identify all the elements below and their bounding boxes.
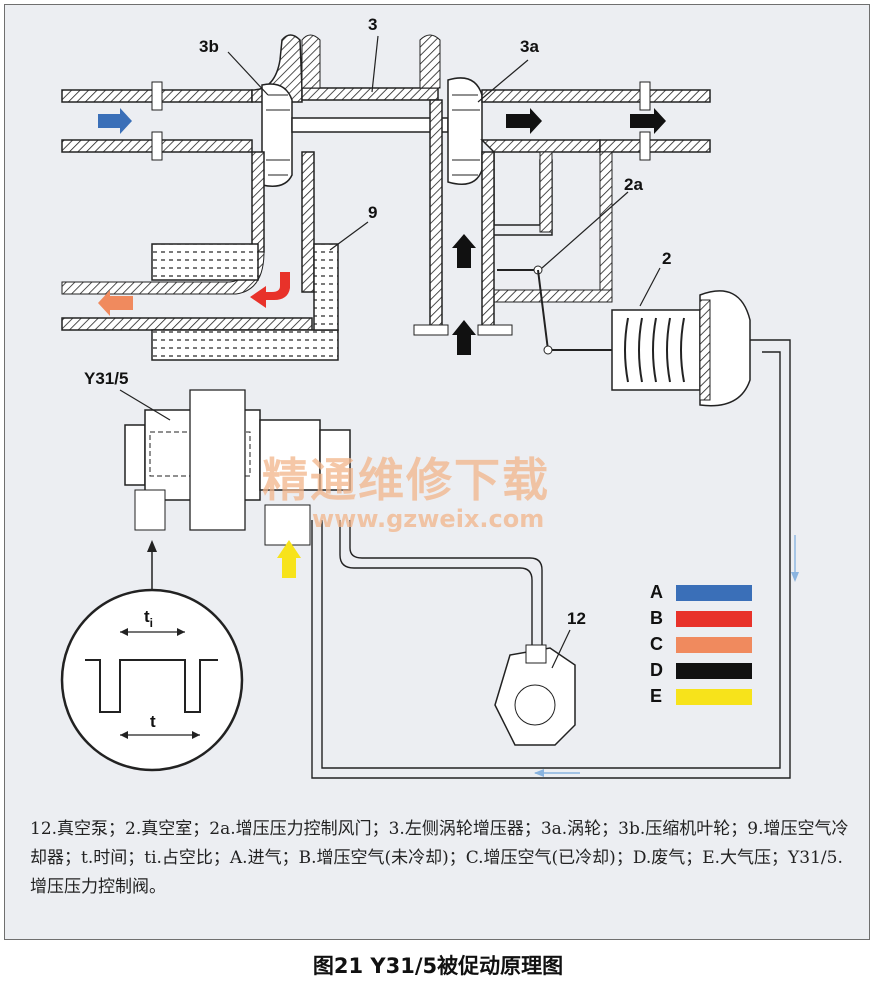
exhaust-arrow-3 — [452, 234, 476, 268]
label-wastegate: 2a — [624, 175, 643, 194]
label-intercooler: 9 — [368, 203, 377, 222]
label-vacuum-pump: 12 — [567, 609, 586, 628]
compressor-wheel — [261, 83, 293, 187]
intercooler — [151, 243, 339, 361]
intake-air-arrow — [98, 108, 132, 134]
label-valve: Y31/5 — [84, 369, 128, 388]
vacuum-chamber — [611, 290, 751, 407]
label-period: t — [150, 712, 156, 731]
flow-arrows — [98, 108, 666, 355]
legend-swatch-a — [676, 585, 752, 601]
exhaust-outlet-pipe — [480, 81, 711, 161]
legend-swatch-d — [676, 663, 752, 679]
vacuum-line — [311, 339, 799, 779]
label-duty-cycle: ti — [144, 607, 153, 630]
exhaust-inlet-pipe — [413, 99, 513, 336]
label-compressor: 3b — [199, 37, 219, 56]
figure-caption: 12.真空泵；2.真空室；2a.增压压力控制风门；3.左侧涡轮增压器；3a.涡轮… — [30, 819, 849, 897]
exhaust-arrow-4 — [452, 320, 476, 355]
turbo-diagram: 3b 3 3a 2a 2 9 Y31/5 12 ti t A B C D E 精… — [60, 15, 799, 779]
cooled-air-arrow — [98, 290, 133, 316]
boost-control-valve — [124, 389, 351, 546]
turbo-shaft-housing — [291, 34, 449, 133]
legend-letter-e: E — [650, 686, 662, 706]
watermark-title: 精通维修下载 — [262, 453, 550, 507]
label-turbine: 3a — [520, 37, 539, 56]
figure-title: 图21 Y31/5被促动原理图 — [312, 954, 564, 978]
legend: A B C D E — [650, 582, 752, 706]
legend-swatch-b — [676, 611, 752, 627]
legend-swatch-e — [676, 689, 752, 705]
duty-cycle-inset — [60, 588, 244, 772]
exhaust-arrow-2 — [630, 108, 666, 134]
watermark-url: www.gzweix.com — [312, 505, 544, 533]
label-vacuum-chamber: 2 — [662, 249, 671, 268]
turbine-wheel — [447, 77, 483, 185]
legend-swatch-c — [676, 637, 752, 653]
legend-letter-a: A — [650, 582, 663, 602]
legend-letter-c: C — [650, 634, 663, 654]
leader-lines — [119, 35, 661, 669]
atmospheric-arrow — [277, 540, 301, 578]
exhaust-arrow-1 — [506, 108, 542, 134]
vacuum-pump — [494, 644, 576, 746]
legend-letter-b: B — [650, 608, 663, 628]
label-turbo: 3 — [368, 15, 377, 34]
boost-pipe — [61, 151, 315, 331]
wastegate-channel — [493, 151, 613, 303]
legend-letter-d: D — [650, 660, 663, 680]
uncooled-air-arrow — [250, 272, 290, 308]
